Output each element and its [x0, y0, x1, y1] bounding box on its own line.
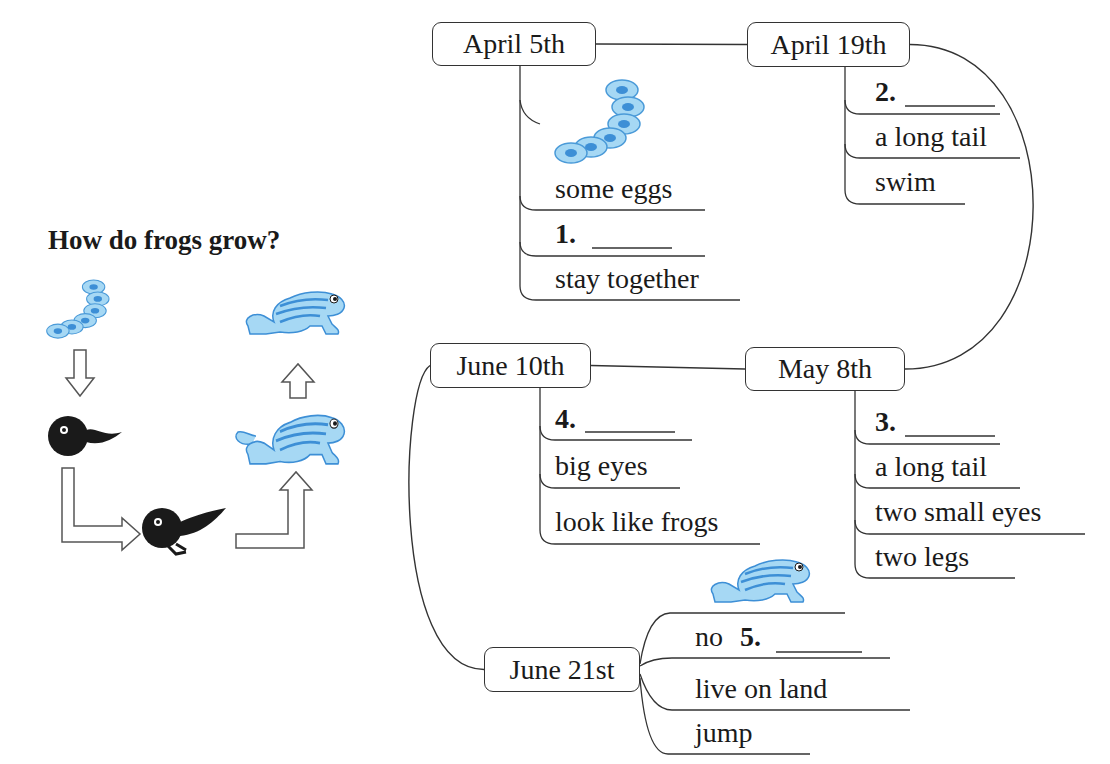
blank-number: 5.: [740, 620, 761, 654]
timeline-connector: [596, 43, 747, 45]
branch-text: a long tail: [875, 120, 987, 154]
branch-text: live on land: [695, 672, 827, 706]
date-box: April 19th: [747, 22, 910, 67]
date-box: June 10th: [430, 343, 591, 388]
timeline-connector: [905, 45, 1033, 370]
date-text: June 10th: [456, 349, 564, 383]
date-box: May 8th: [745, 347, 905, 391]
date-text: April 19th: [771, 28, 887, 62]
date-box: June 21st: [484, 647, 640, 692]
timeline-connector: [409, 366, 484, 670]
date-text: May 8th: [778, 352, 872, 386]
date-text: June 21st: [510, 653, 615, 687]
branch-text: two small eyes: [875, 495, 1041, 529]
branch-text: jump: [695, 716, 753, 750]
branch-text: stay together: [555, 262, 699, 296]
date-box: April 5th: [432, 22, 596, 66]
date-text: April 5th: [463, 27, 565, 61]
blank-number: 4.: [555, 402, 576, 436]
branch-text: swim: [875, 165, 936, 199]
branch-text: some eggs: [555, 172, 672, 206]
branch-text: look like frogs: [555, 505, 718, 539]
blank-number: 1.: [555, 217, 576, 251]
branch-text: two legs: [875, 540, 969, 574]
branch-text: a long tail: [875, 450, 987, 484]
blank-number: 2.: [875, 75, 896, 109]
branch-text: big eyes: [555, 449, 648, 483]
blank-number: 3.: [875, 405, 896, 439]
timeline-connector: [591, 366, 745, 370]
branch-text: no: [695, 620, 723, 654]
diagram-title: How do frogs grow?: [48, 224, 280, 256]
